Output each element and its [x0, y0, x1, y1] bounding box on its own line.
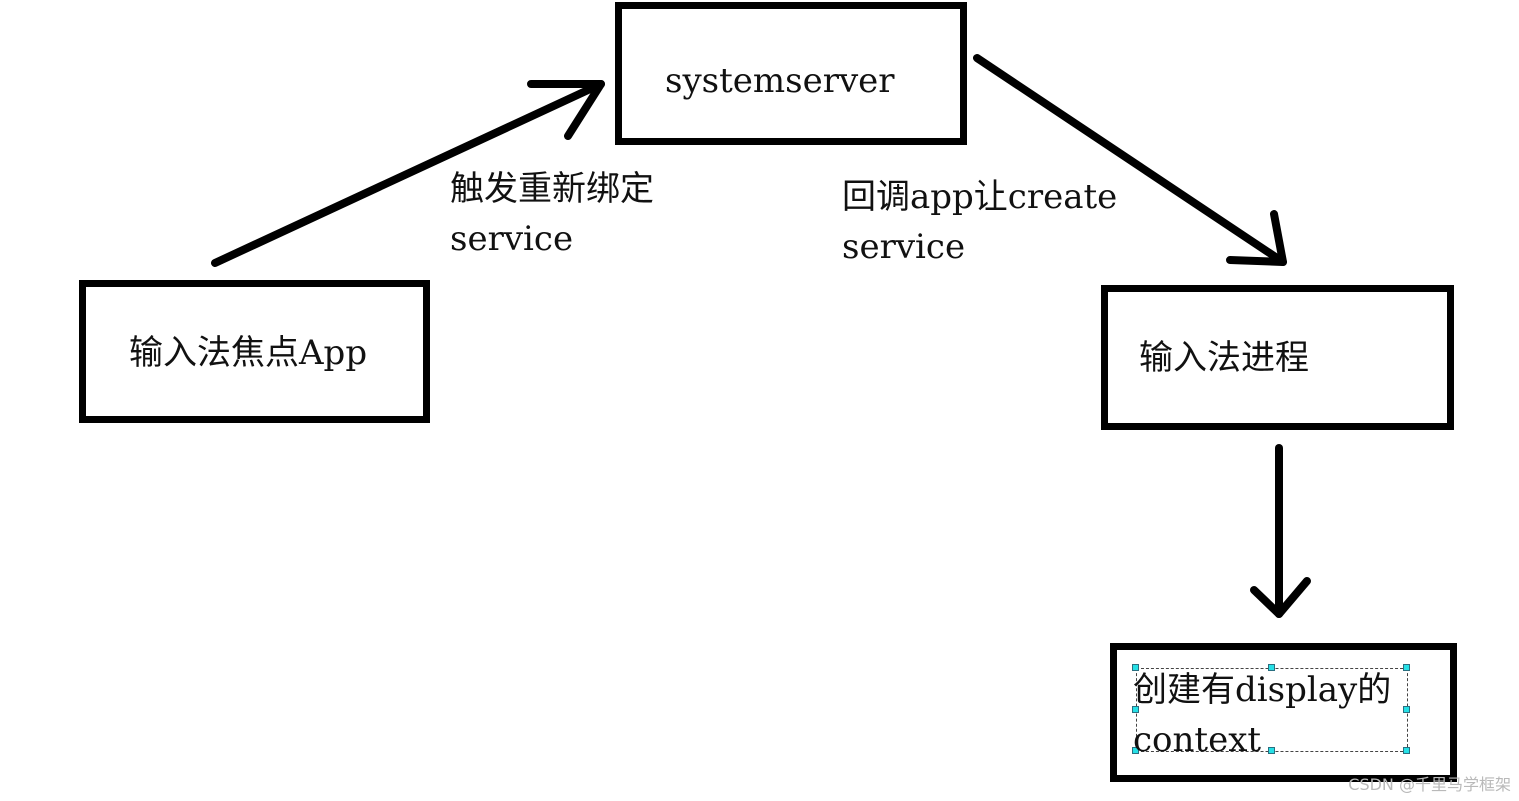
node-systemserver[interactable] [615, 2, 967, 145]
arrow-app-to-systemserver [211, 80, 605, 267]
node-ime-focus-app-label: 输入法焦点App [129, 333, 368, 373]
node-ime-focus-app[interactable] [79, 280, 430, 423]
resize-handle-bottom-mid[interactable] [1268, 747, 1275, 754]
resize-handle-mid-left[interactable] [1132, 706, 1139, 713]
resize-handle-bottom-left[interactable] [1132, 747, 1139, 754]
arrowhead-systemserver-to-ime-process [1226, 210, 1287, 266]
node-ime-process-label: 输入法进程 [1139, 338, 1309, 378]
edge-label-rebind-line1: 触发重新绑定 [450, 169, 654, 209]
arrowhead-ime-process-to-context [1250, 577, 1311, 618]
arrow-systemserver-to-ime-process [973, 54, 1287, 266]
resize-handle-top-mid[interactable] [1268, 664, 1275, 671]
node-ime-process[interactable] [1101, 285, 1454, 430]
node-create-context-label: 创建有display的 context [1133, 665, 1391, 765]
edge-label-callback-line2: service [842, 227, 966, 267]
arrowhead-app-to-systemserver [527, 80, 605, 140]
edge-label-callback: 回调app让create service [842, 172, 1117, 272]
edge-label-callback-line1: 回调app让create [842, 177, 1118, 217]
watermark: CSDN @千里马学框架 [1348, 775, 1511, 794]
resize-handle-top-left[interactable] [1132, 664, 1139, 671]
node-create-context[interactable] [1110, 643, 1457, 782]
edge-label-rebind-line2: service [450, 219, 574, 259]
node-create-context-line2: context [1133, 720, 1262, 760]
node-systemserver-label: systemserver [665, 61, 895, 101]
edge-label-rebind: 触发重新绑定 service [450, 164, 654, 264]
resize-handle-top-right[interactable] [1403, 664, 1410, 671]
resize-handle-bottom-right[interactable] [1403, 747, 1410, 754]
resize-handle-mid-right[interactable] [1403, 706, 1410, 713]
node-create-context-line1: 创建有display的 [1133, 670, 1392, 710]
